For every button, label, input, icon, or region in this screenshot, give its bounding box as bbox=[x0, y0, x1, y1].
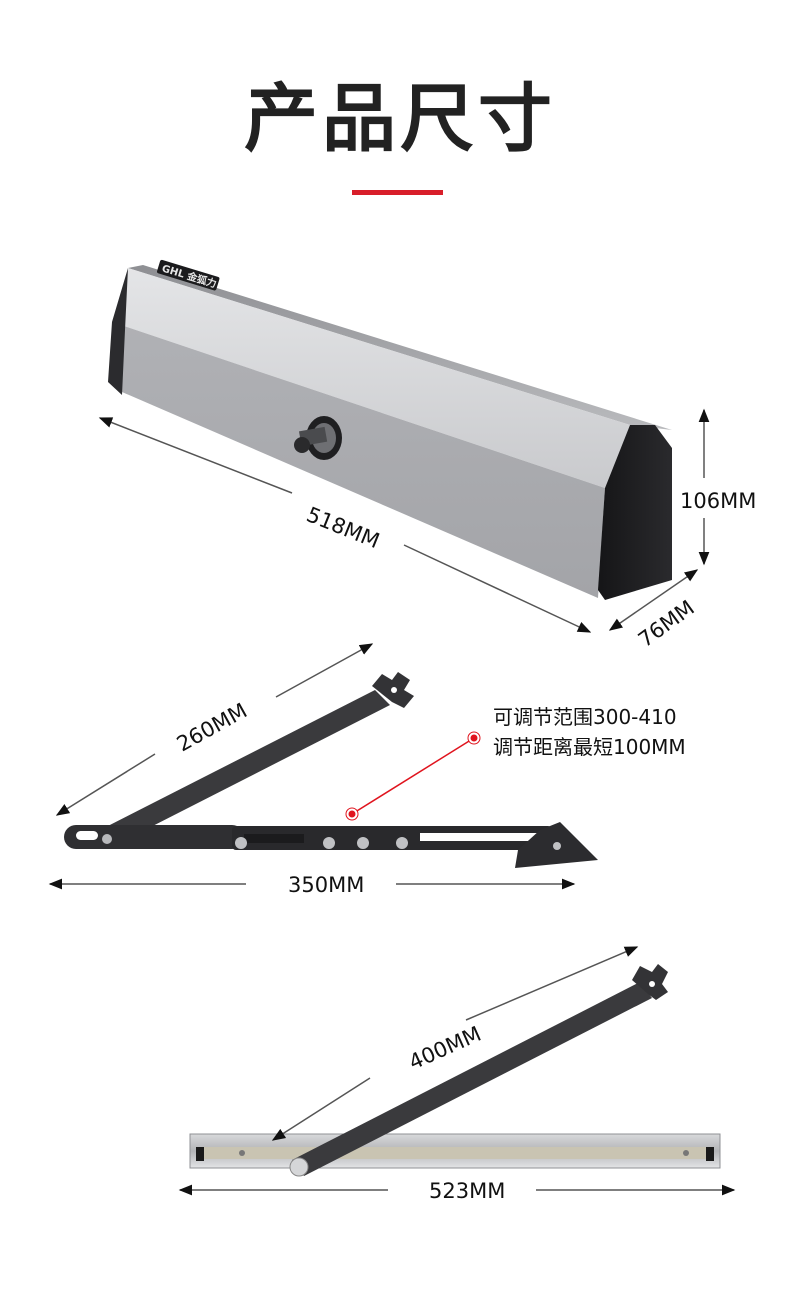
length-label: 518MM bbox=[303, 502, 383, 553]
standard-arm bbox=[64, 672, 598, 868]
track-length-label: 523MM bbox=[429, 1179, 505, 1203]
height-label: 106MM bbox=[680, 489, 756, 513]
adjustment-callout bbox=[345, 731, 481, 821]
total-length-label: 350MM bbox=[288, 873, 364, 897]
spindle-icon bbox=[294, 416, 342, 460]
arm-label: 400MM bbox=[405, 1022, 484, 1075]
upper-arm-label: 260MM bbox=[173, 698, 251, 756]
dimension-350: 350MM bbox=[48, 873, 576, 897]
dimension-523: 523MM bbox=[178, 1179, 736, 1203]
adjustment-distance-note: 调节距离最短100MM bbox=[493, 735, 686, 759]
door-closer-body: GHL 金狐力 bbox=[108, 259, 672, 600]
slide-arm bbox=[189, 964, 721, 1177]
depth-label: 76MM bbox=[634, 596, 699, 652]
title-underline bbox=[352, 190, 443, 195]
dimension-106: 106MM bbox=[680, 408, 756, 566]
adjustment-range-note: 可调节范围300-410 bbox=[493, 705, 677, 729]
page-title: 产品尺寸 bbox=[244, 76, 556, 162]
dimension-400: 400MM bbox=[271, 946, 639, 1141]
